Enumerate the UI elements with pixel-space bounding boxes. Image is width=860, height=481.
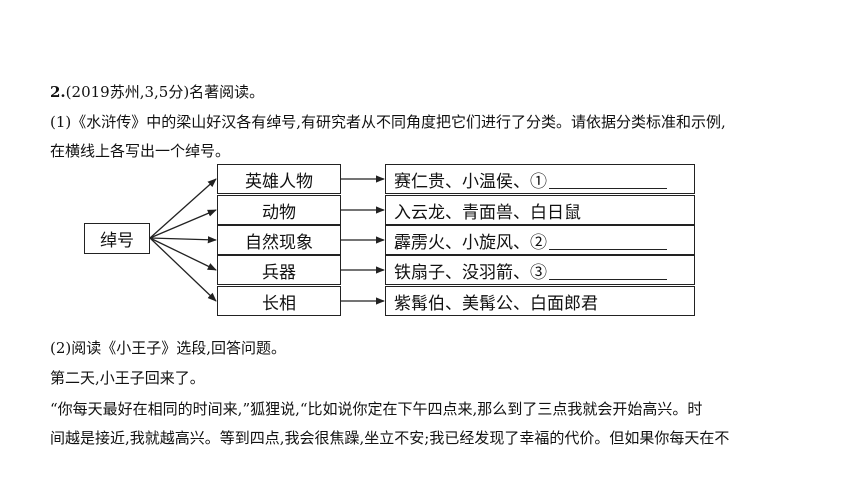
part1-instruction-line2: 在横线上各写出一个绰号。	[50, 142, 231, 160]
examples-natural-phenomenon: 霹雳火、小旋风、②	[385, 225, 695, 255]
part1-instruction-line1: (1)《水浒传》中的梁山好汉各有绰号,有研究者从不同角度把它们进行了分类。请依据…	[50, 113, 726, 131]
part2-heading: (2)阅读《小王子》选段,回答问题。	[50, 339, 287, 357]
question-source: (2019苏州,3,5分)名著阅读。	[65, 83, 265, 101]
root-node-nickname: 绰号	[84, 223, 150, 254]
passage-line-1: 第二天,小王子回来了。	[50, 369, 205, 387]
examples-text: 赛仁贵、小温侯、①	[394, 171, 547, 192]
question-number: 2.	[50, 83, 66, 101]
category-natural-phenomenon: 自然现象	[217, 225, 341, 255]
category-heroic-figure: 英雄人物	[217, 164, 341, 194]
examples-weapon: 铁扇子、没羽箭、③	[385, 255, 695, 285]
examples-text: 紫髯伯、美髯公、白面郎君	[394, 293, 598, 314]
arrow-root-to-category-1	[149, 178, 217, 239]
answer-blank-1[interactable]	[549, 170, 667, 189]
examples-animal: 入云龙、青面兽、白日鼠	[385, 195, 695, 225]
examples-text: 霹雳火、小旋风、②	[394, 232, 547, 253]
answer-blank-2[interactable]	[549, 231, 667, 250]
passage-line-2: “你每天最好在相同的时间来,”狐狸说,“比如说你定在下午四点来,那么到了三点我就…	[50, 400, 703, 418]
examples-text: 铁扇子、没羽箭、③	[394, 262, 547, 283]
question-header: 2.(2019苏州,3,5分)名著阅读。	[50, 82, 264, 102]
arrow-root-to-category-4	[149, 237, 217, 271]
arrow-root-to-category-2	[149, 209, 217, 239]
category-weapon: 兵器	[217, 255, 341, 285]
category-animal: 动物	[217, 195, 341, 225]
arrow-root-to-category-3	[149, 236, 217, 244]
arrow-root-to-category-5	[149, 237, 217, 302]
category-appearance: 长相	[217, 286, 341, 316]
answer-blank-3[interactable]	[549, 261, 667, 280]
passage-line-3: 间越是接近,我就越高兴。等到四点,我会很焦躁,坐立不安;我已经发现了幸福的代价。…	[50, 429, 730, 447]
examples-text: 入云龙、青面兽、白日鼠	[394, 202, 581, 223]
examples-heroic-figure: 赛仁贵、小温侯、①	[385, 164, 695, 194]
examples-appearance: 紫髯伯、美髯公、白面郎君	[385, 286, 695, 316]
